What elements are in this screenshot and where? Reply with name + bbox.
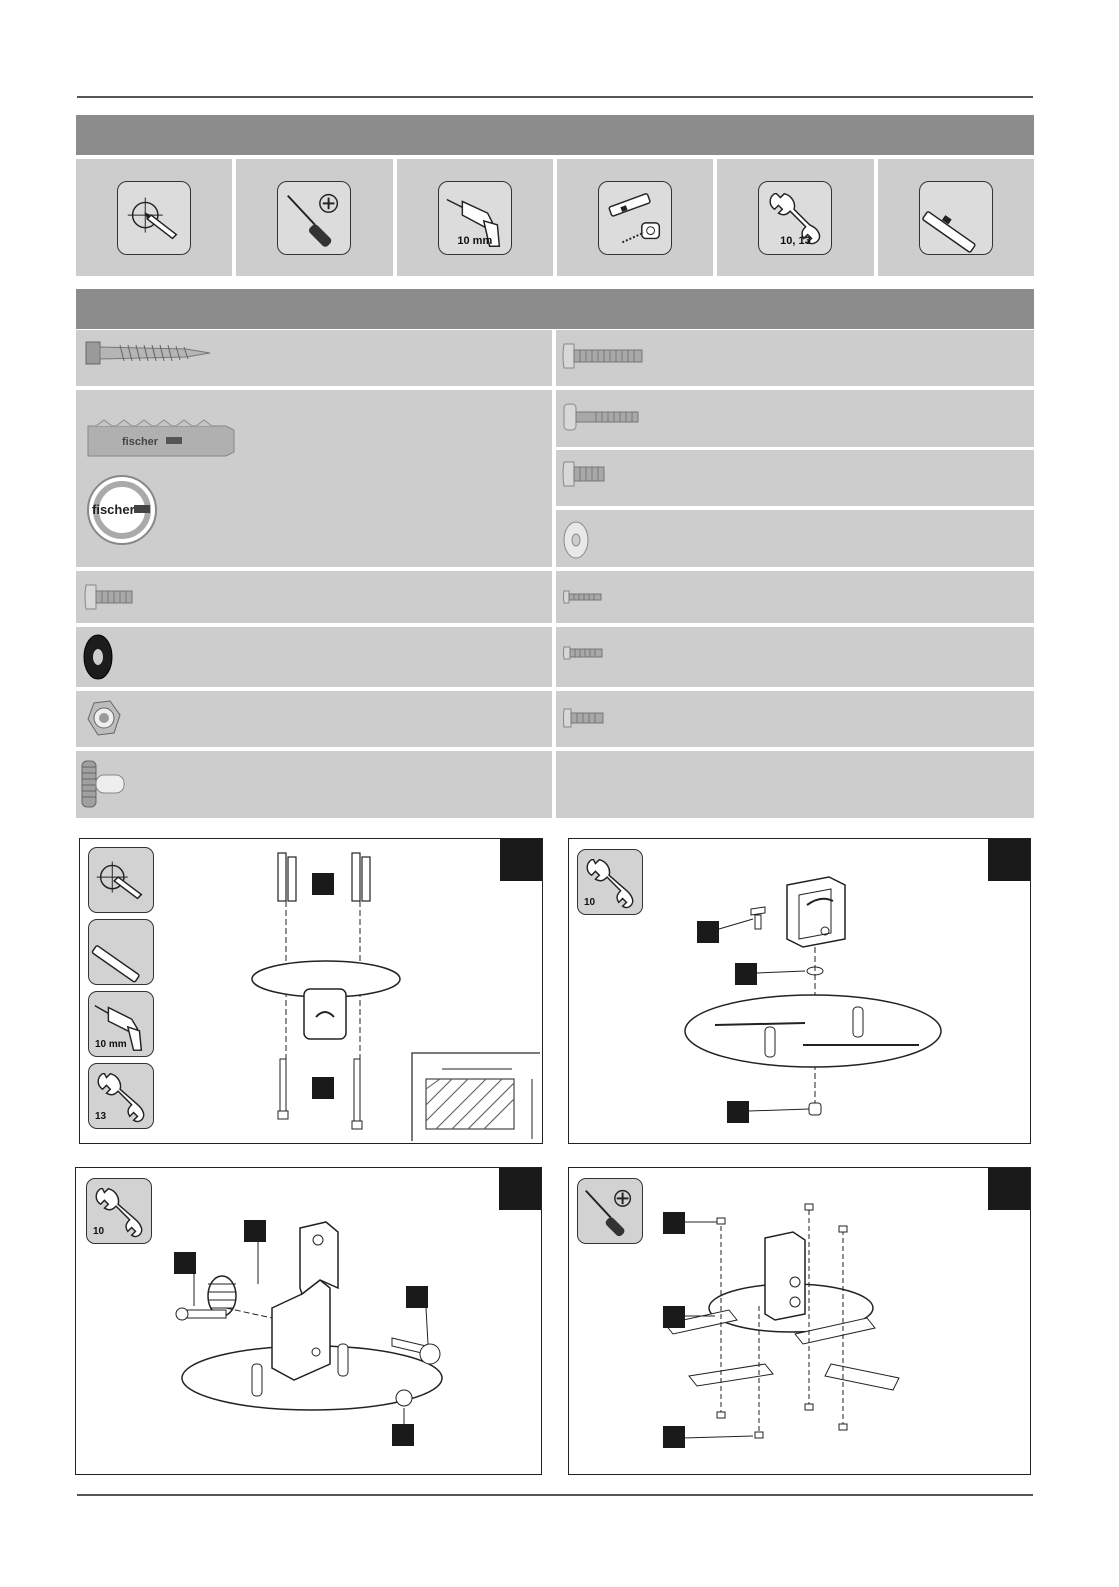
tools-row: 10 mm 10, 13: [76, 159, 1034, 276]
callout-marker: [312, 1077, 334, 1099]
callout-marker: [663, 1306, 685, 1328]
tool-cell: [878, 159, 1034, 276]
callout-marker: [735, 963, 757, 985]
part-lag-screw: [76, 330, 552, 386]
mark-pencil-icon: [117, 181, 191, 255]
step-4-panel: [568, 1167, 1031, 1475]
step-2-diagram: [569, 839, 1028, 1141]
callout-marker: [312, 873, 334, 895]
tool-cell: [236, 159, 392, 276]
tool-cell: 10, 13: [717, 159, 873, 276]
tool-label: 10, 13: [759, 235, 831, 247]
callout-marker: [244, 1220, 266, 1242]
callout-marker: [406, 1286, 428, 1308]
callout-marker: [392, 1424, 414, 1446]
part-long-bolt-1: [556, 330, 1034, 386]
parts-table: fischer fischer: [76, 330, 1034, 818]
part-flat-washer: [556, 510, 1034, 567]
parts-header-band: [76, 289, 1034, 329]
part-empty-cell: [556, 751, 1034, 818]
tool-cell: [76, 159, 232, 276]
callout-marker: [174, 1252, 196, 1274]
part-black-washer: [76, 627, 552, 687]
tools-header-band: [76, 115, 1034, 155]
anchor-brand-text: fischer: [122, 436, 159, 448]
part-lock-nut: [76, 691, 552, 747]
step-3-panel: 10: [75, 1167, 542, 1475]
part-screw-medium: [76, 571, 552, 623]
step-3-diagram: [76, 1168, 539, 1472]
tool-cell: 10 mm: [397, 159, 553, 276]
bottom-rule: [77, 1494, 1033, 1496]
step-2-panel: 10: [568, 838, 1031, 1144]
part-wall-anchor: fischer fischer: [76, 390, 552, 567]
callout-marker: [727, 1101, 749, 1123]
wrench-icon: 10, 13: [758, 181, 832, 255]
callout-marker: [663, 1212, 685, 1234]
drill-icon: 10 mm: [438, 181, 512, 255]
tool-label: 10 mm: [439, 235, 511, 247]
step-1-diagram: [80, 839, 540, 1141]
phillips-screwdriver-icon: [277, 181, 351, 255]
step-4-diagram: [569, 1168, 1028, 1472]
spirit-level-icon: [919, 181, 993, 255]
callout-marker: [697, 921, 719, 943]
tool-cell: [557, 159, 713, 276]
part-knob-bolt: [76, 751, 552, 818]
step-1-panel: 10 mm 13: [79, 838, 543, 1144]
callout-marker: [663, 1426, 685, 1448]
spirit-level-tape-icon: [598, 181, 672, 255]
part-short-bolt: [556, 450, 1034, 506]
part-small-screw-3: [556, 691, 1034, 747]
part-long-bolt-2: [556, 390, 1034, 447]
seal-brand-text: fischer: [92, 502, 135, 517]
part-small-screw-1: [556, 571, 1034, 623]
top-rule: [77, 96, 1033, 98]
part-small-screw-2: [556, 627, 1034, 687]
